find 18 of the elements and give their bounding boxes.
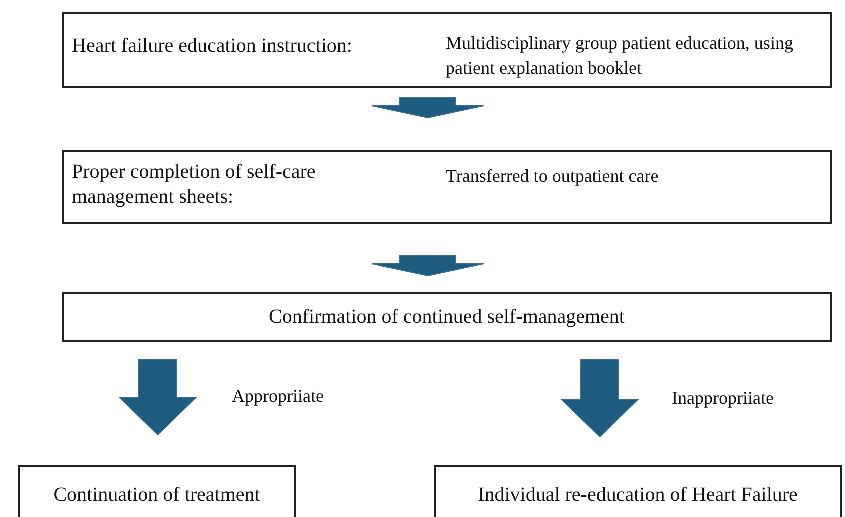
description-text: Transferred to outpatient care — [446, 165, 660, 188]
block-arrow — [560, 360, 640, 438]
box-text: Heart failure education instruction: — [72, 34, 354, 59]
edge-label: Appropriiate — [232, 386, 324, 407]
edge-label: Inappropriiate — [672, 388, 774, 409]
process-box — [62, 292, 832, 342]
process-box — [62, 12, 832, 88]
box-text: Proper completion of self-care management sheets: — [72, 160, 317, 210]
process-box — [62, 150, 832, 224]
process-box — [18, 465, 296, 517]
box-text: Continuation of treatment — [52, 483, 262, 508]
box-text: Confirmation of continued self-management — [268, 305, 626, 330]
description-text: Multidisciplinary group patient education, using patient explanation booklet — [446, 32, 794, 80]
box-text: Individual re-education of Heart Failure — [477, 483, 799, 508]
block-arrow — [118, 360, 198, 436]
block-arrow — [372, 256, 484, 277]
block-arrow — [372, 98, 484, 119]
process-box — [434, 465, 842, 517]
